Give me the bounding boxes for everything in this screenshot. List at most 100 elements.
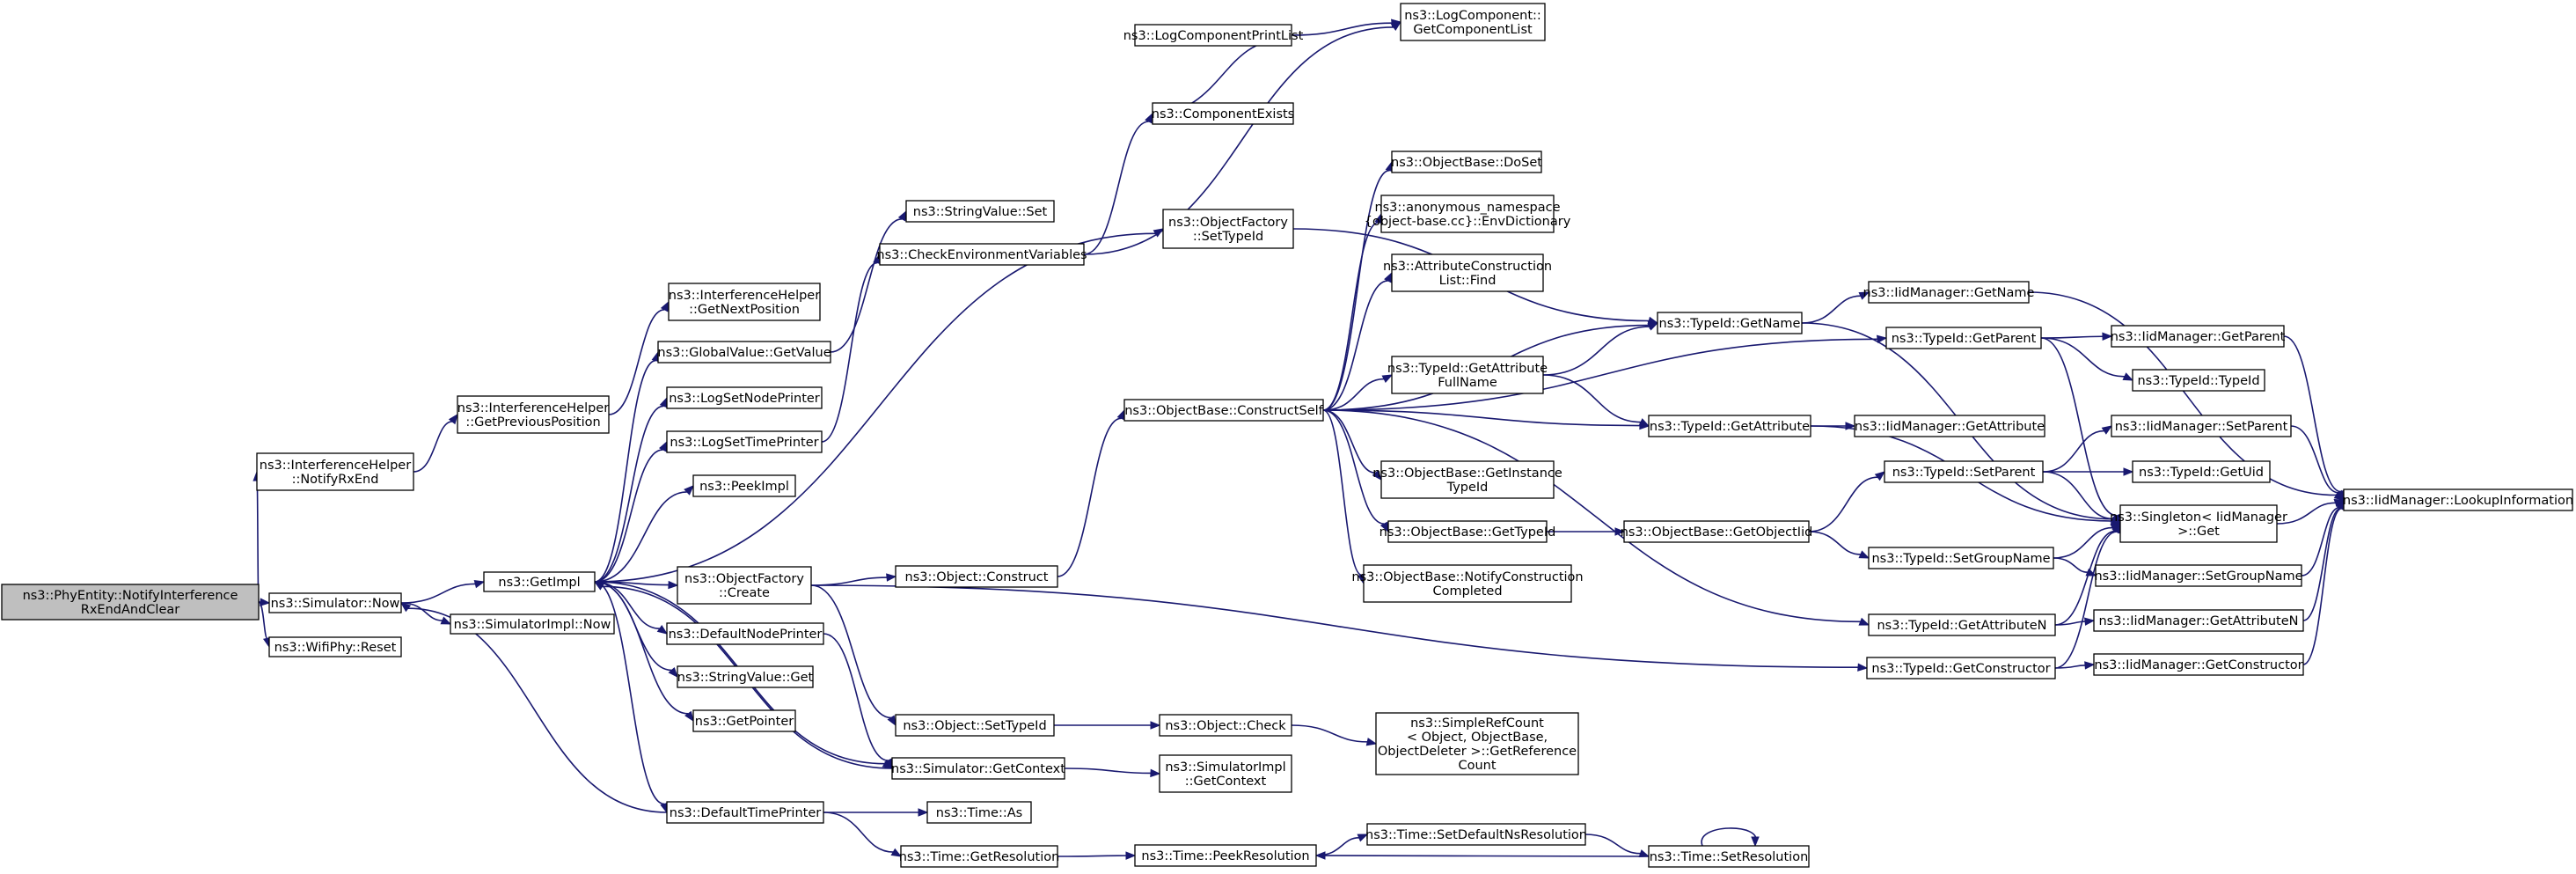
node-box: [483, 571, 596, 592]
node-tid-getattr[interactable]: ns3::TypeId::GetAttribute: [1648, 415, 1811, 437]
node-box: [2132, 460, 2271, 483]
node-iid-lookup[interactable]: ns3::IidManager::LookupInformation: [2343, 488, 2573, 511]
node-of-settype[interactable]: ns3::ObjectFactory::SetTypeId: [1162, 209, 1294, 249]
edge-iid-getparent-to-iid-lookup: [2283, 335, 2345, 502]
node-time-setdefns[interactable]: ns3::Time::SetDefaultNsResolution: [1365, 823, 1587, 846]
node-gv-get[interactable]: ns3::GlobalValue::GetValue: [657, 341, 831, 364]
node-label: ns3::GlobalValue::GetValue: [657, 346, 831, 360]
node-time-getres[interactable]: ns3::Time::GetResolution: [899, 845, 1060, 868]
node-cpexists[interactable]: ns3::ComponentExists: [1152, 102, 1295, 125]
node-box: [2095, 564, 2302, 587]
node-ob-getobjiid[interactable]: ns3::ObjectBase::GetObjectIid: [1621, 520, 1813, 543]
node-tid-getctor[interactable]: ns3::TypeId::GetConstructor: [1866, 657, 2056, 679]
node-tid-getparent[interactable]: ns3::TypeId::GetParent: [1885, 327, 2042, 349]
node-label: ns3::TypeId::SetGroupName: [1871, 552, 2050, 566]
node-iid-getctor[interactable]: ns3::IidManager::GetConstructor: [2093, 653, 2304, 676]
edge-ob-construct-to-ob-notify: [1322, 409, 1366, 585]
node-label: ns3::StringValue::Get: [677, 671, 814, 685]
edge-iid-getctor-to-iid-lookup: [2302, 498, 2346, 665]
edge-ob-getobjiid-to-tid-setparent: [1808, 471, 1886, 532]
node-box: [2132, 369, 2265, 392]
node-strval-set[interactable]: ns3::StringValue::Set: [905, 200, 1055, 223]
edge-line: [1322, 409, 1861, 623]
node-obj-check[interactable]: ns3::Object::Check: [1159, 714, 1292, 737]
node-obj-settype[interactable]: ns3::Object::SetTypeId: [895, 714, 1055, 737]
edge-line: [823, 633, 889, 761]
node-label: ns3::LogSetNodePrinter: [669, 392, 820, 406]
node-label: ns3::WifiPhy::Reset: [274, 641, 397, 655]
edge-line: [1322, 338, 1878, 411]
node-time-setres[interactable]: ns3::Time::SetResolution: [1648, 845, 1810, 868]
node-obj-construct[interactable]: ns3::Object::Construct: [895, 565, 1058, 588]
node-deftime[interactable]: ns3::DefaultTimePrinter: [666, 801, 824, 824]
node-ih-prev[interactable]: ns3::InterferenceHelper::GetPreviousPosi…: [457, 395, 610, 434]
arrowhead: [1125, 851, 1137, 860]
node-sim-now[interactable]: ns3::Simulator::Now: [268, 592, 402, 613]
node-tid-getattrn[interactable]: ns3::TypeId::GetAttributeN: [1868, 613, 2056, 636]
node-strval-get[interactable]: ns3::StringValue::Get: [677, 665, 814, 688]
node-tid-typeid[interactable]: ns3::TypeId::TypeId: [2132, 369, 2265, 392]
node-tid-setgroup[interactable]: ns3::TypeId::SetGroupName: [1868, 547, 2054, 569]
node-iid-getname[interactable]: ns3::IidManager::GetName: [1863, 281, 2035, 304]
node-defnode[interactable]: ns3::DefaultNodePrinter: [666, 622, 824, 645]
node-box: [1391, 253, 1544, 292]
node-tid-getuid[interactable]: ns3::TypeId::GetUid: [2132, 460, 2271, 483]
node-ih-next[interactable]: ns3::InterferenceHelper::GetNextPosition: [668, 283, 821, 321]
node-time-as[interactable]: ns3::Time::As: [926, 801, 1032, 824]
node-singleton-get[interactable]: ns3::Singleton< IidManager >::Get: [2110, 504, 2287, 543]
arrowhead: [668, 666, 678, 679]
node-checkenv[interactable]: ns3::CheckEnvironmentVariables: [876, 243, 1087, 266]
node-logtime[interactable]: ns3::LogSetTimePrinter: [666, 430, 823, 453]
edge-line: [2302, 507, 2342, 621]
node-ob-notify[interactable]: ns3::ObjectBase::NotifyConstructionCompl…: [1351, 564, 1584, 603]
node-tid-getname[interactable]: ns3::TypeId::GetName: [1657, 312, 1803, 334]
node-simimpl-now[interactable]: ns3::SimulatorImpl::Now: [450, 613, 615, 635]
edge-tid-getname-to-iid-getname: [1801, 291, 1870, 324]
node-box: [677, 566, 812, 605]
node-iid-getattr[interactable]: ns3::IidManager::GetAttribute: [1854, 415, 2045, 437]
node-box: [1375, 712, 1579, 775]
node-anon-env[interactable]: ns3::anonymous_namespace{object-base.cc}…: [1365, 195, 1571, 233]
node-ob-doset[interactable]: ns3::ObjectBase::DoSet: [1391, 151, 1542, 173]
node-iid-setparent[interactable]: ns3::IidManager::SetParent: [2111, 415, 2292, 437]
arrowhead: [1858, 550, 1870, 559]
node-src-getref[interactable]: ns3::SimpleRefCount< Object, ObjectBase,…: [1375, 712, 1579, 775]
node-getpointer[interactable]: ns3::GetPointer: [692, 709, 796, 732]
arrowhead: [260, 598, 271, 606]
node-tid-setparent[interactable]: ns3::TypeId::SetParent: [1884, 460, 2044, 483]
node-logcplist[interactable]: ns3::LogComponentPrintList: [1123, 24, 1304, 47]
node-time-peekres[interactable]: ns3::Time::PeekResolution: [1134, 844, 1317, 867]
node-label: ns3::IidManager::GetParent: [2111, 330, 2286, 344]
arrowhead: [1614, 527, 1626, 536]
node-ob-gettype[interactable]: ns3::ObjectBase::GetTypeId: [1379, 520, 1556, 543]
edge-ob-gettype-to-ob-getobjiid: [1547, 527, 1626, 536]
node-box: [1868, 547, 2054, 569]
node-lognode[interactable]: ns3::LogSetNodePrinter: [666, 386, 823, 409]
node-label: GetComponentList: [1413, 23, 1533, 37]
node-iid-getparent[interactable]: ns3::IidManager::GetParent: [2111, 325, 2286, 348]
node-ob-construct[interactable]: ns3::ObjectBase::ConstructSelf: [1123, 399, 1324, 422]
node-iid-getattrn[interactable]: ns3::IidManager::GetAttributeN: [2093, 609, 2304, 632]
node-wifi-reset[interactable]: ns3::WifiPhy::Reset: [268, 636, 402, 657]
node-sim-getctx[interactable]: ns3::Simulator::GetContext: [891, 757, 1065, 780]
node-box: [1657, 312, 1803, 334]
node-box: [2093, 609, 2304, 632]
arrowhead: [1874, 471, 1886, 481]
node-label: ns3::DefaultNodePrinter: [669, 628, 823, 642]
node-root[interactable]: ns3::PhyEntity::NotifyInterferenceRxEndA…: [1, 584, 260, 621]
edge-time-setres-to-time-peekres: [1314, 851, 1650, 860]
node-of-create[interactable]: ns3::ObjectFactory::Create: [677, 566, 812, 605]
node-getimpl[interactable]: ns3::GetImpl: [483, 571, 596, 592]
node-box: [1159, 714, 1292, 737]
node-peekimpl[interactable]: ns3::PeekImpl: [692, 474, 796, 497]
edge-line: [400, 602, 443, 621]
node-iid-setgroup[interactable]: ns3::IidManager::SetGroupName: [2094, 564, 2303, 587]
edge-ob-construct-to-anon-env: [1322, 212, 1383, 411]
node-ih-notify[interactable]: ns3::InterferenceHelper::NotifyRxEnd: [256, 452, 414, 491]
node-lc-getlist[interactable]: ns3::LogComponent::GetComponentList: [1400, 3, 1546, 41]
node-simimpl-getctx[interactable]: ns3::SimulatorImpl::GetContext: [1159, 754, 1292, 793]
node-box: [2111, 325, 2285, 348]
